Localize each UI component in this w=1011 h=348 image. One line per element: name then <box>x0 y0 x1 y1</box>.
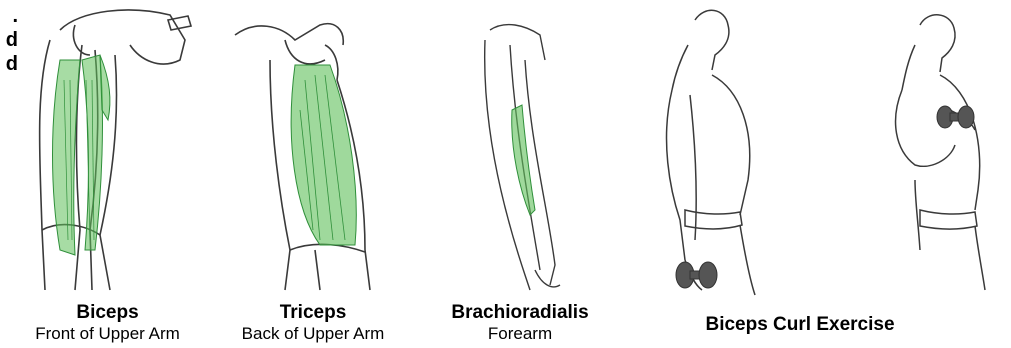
panel-subtitle: Front of Upper Arm <box>0 323 215 344</box>
brachioradialis-illustration <box>470 0 580 295</box>
brachioradialis-caption: Brachioradialis Forearm <box>430 302 610 344</box>
panel-title: Biceps <box>0 302 215 323</box>
panel-title: Triceps <box>218 302 408 323</box>
cutoff-text: . d d <box>0 4 18 76</box>
exercise-curl-figure <box>860 0 1010 300</box>
exercise-start-figure <box>640 0 790 300</box>
biceps-caption: Biceps Front of Upper Arm <box>0 302 215 344</box>
triceps-caption: Triceps Back of Upper Arm <box>218 302 408 344</box>
dumbbell-icon <box>937 106 974 128</box>
biceps-illustration <box>20 0 200 295</box>
panel-subtitle: Back of Upper Arm <box>218 323 408 344</box>
exercise-title: Biceps Curl Exercise <box>680 314 920 336</box>
triceps-illustration <box>225 0 395 295</box>
panel-subtitle: Forearm <box>430 323 610 344</box>
panel-title: Brachioradialis <box>430 302 610 323</box>
